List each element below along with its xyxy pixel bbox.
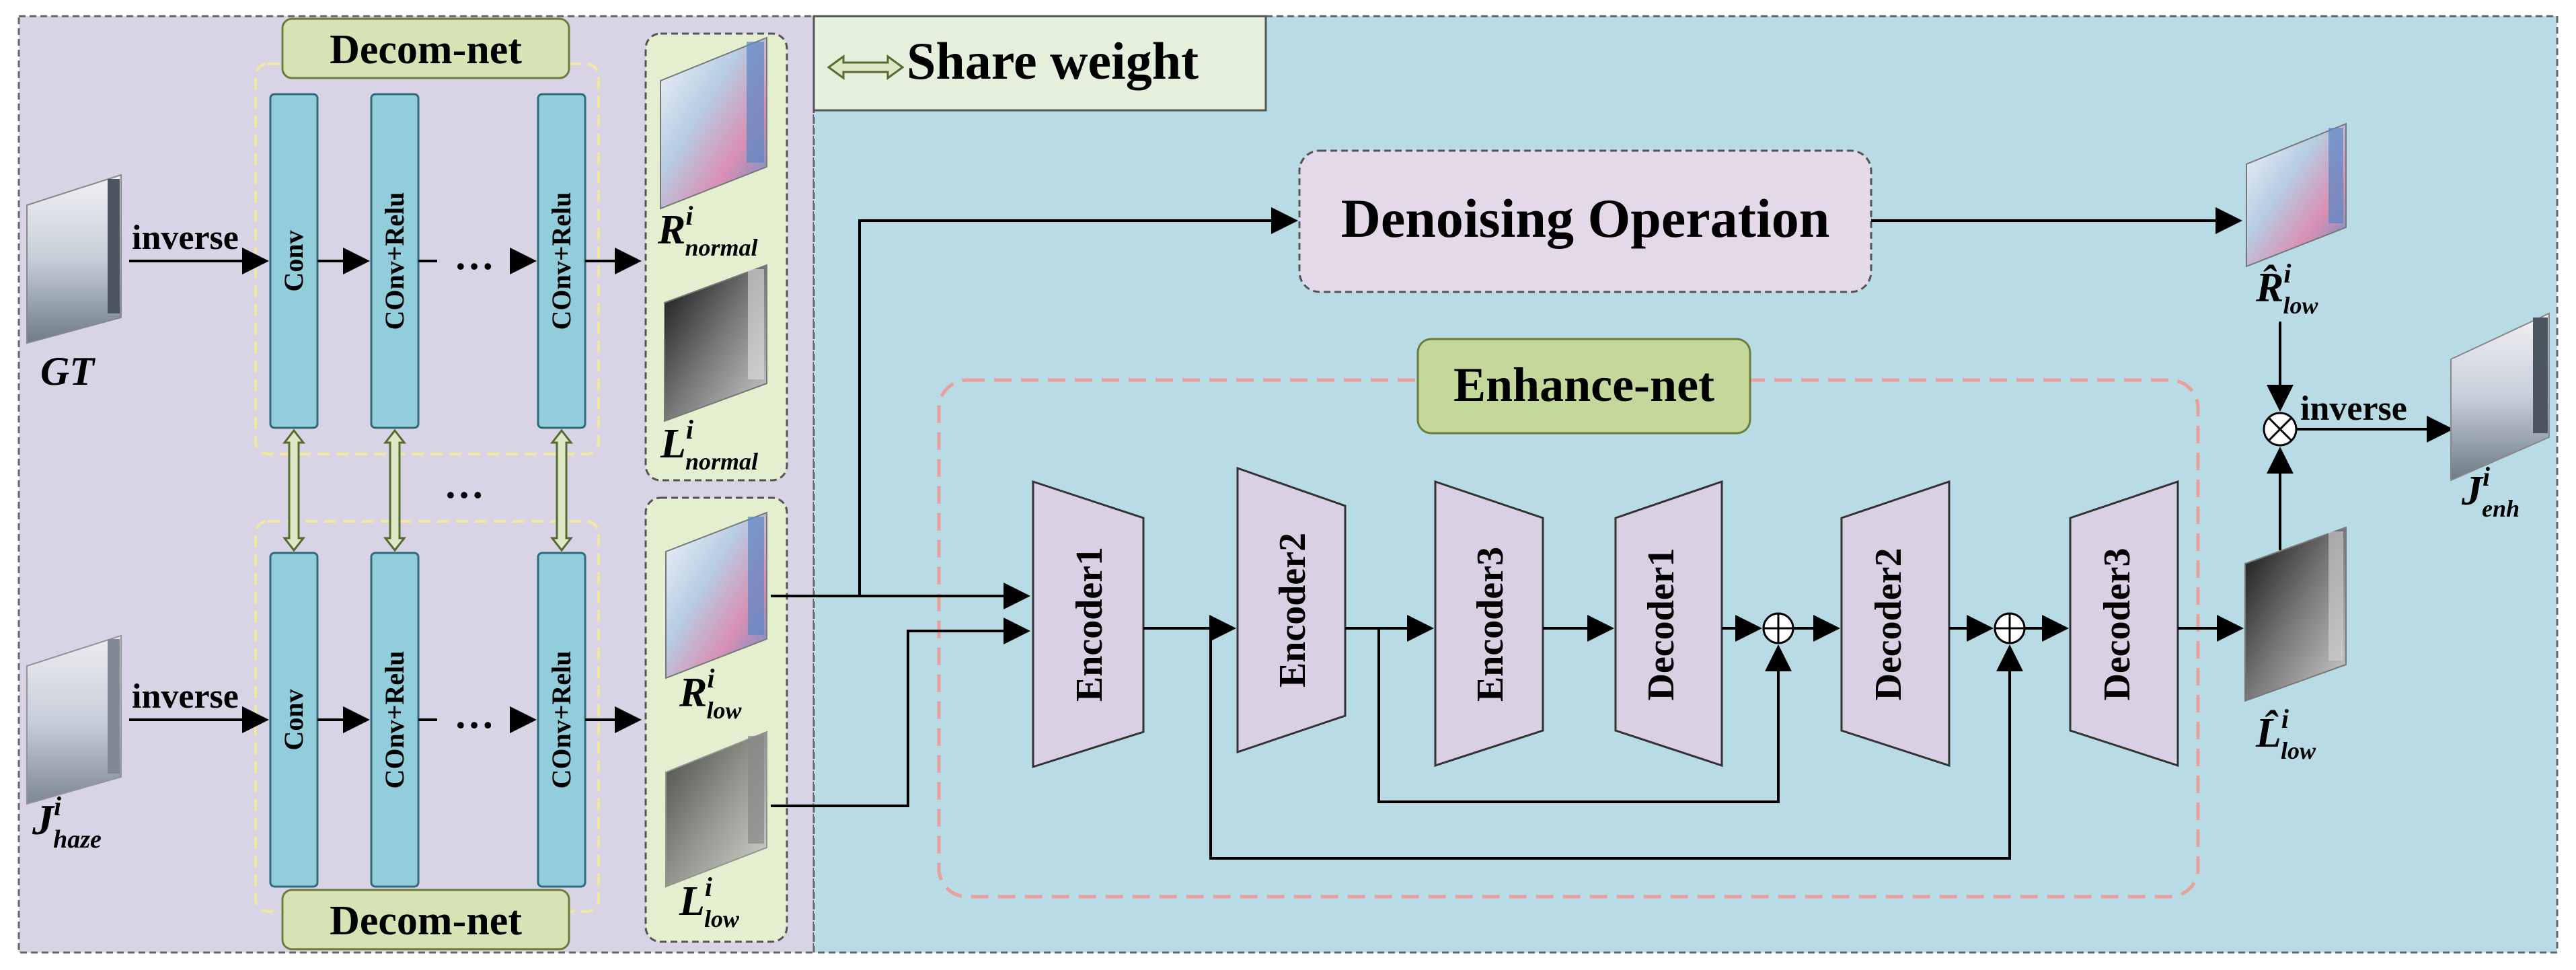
conv-label-top: Conv xyxy=(278,230,309,291)
conv-relu-label-top-2: COnv+Relu xyxy=(546,192,576,330)
double-arrow-icon xyxy=(827,54,905,80)
encoder2-block xyxy=(1236,466,1347,754)
arrow-rlow-to-denoise xyxy=(771,207,1298,597)
encoder2-label: Encoder2 xyxy=(1272,533,1314,687)
share-weight-arrow-2 xyxy=(383,428,407,552)
gt-label: GT xyxy=(40,349,96,394)
decoder2-block xyxy=(1840,480,1950,768)
encoder3-label: Encoder3 xyxy=(1470,547,1511,702)
l-low-image xyxy=(665,731,767,888)
enhance-net-badge xyxy=(1416,338,1751,435)
skip-encoder2-to-sum1 xyxy=(1377,628,1792,803)
encoder3-block xyxy=(1434,480,1544,768)
share-weight-arrow-3 xyxy=(550,428,574,552)
decom-net-top-badge xyxy=(281,17,570,79)
share-weight-ellipsis: … xyxy=(444,462,484,507)
inverse-label-bottom: inverse xyxy=(132,677,239,716)
conv-relu-label-top-1: COnv+Relu xyxy=(379,192,410,330)
haze-image xyxy=(26,634,122,805)
ellipsis-bottom: … xyxy=(454,692,494,737)
l-normal-image xyxy=(664,264,767,422)
decoder2-label: Decoder2 xyxy=(1868,548,1909,700)
enhance-net-title: Enhance-net xyxy=(1453,358,1714,412)
r-low-image xyxy=(665,511,767,679)
decoder3-block xyxy=(2069,480,2179,768)
denoising-label: Denoising Operation xyxy=(1341,188,1830,249)
l-hat-low-image xyxy=(2244,526,2347,702)
decom-net-bottom-title: Decom-net xyxy=(330,898,522,944)
encoder1-label: Encoder1 xyxy=(1069,547,1110,702)
arrow-llow-to-encoder1 xyxy=(771,618,1030,807)
conv-relu-label-bottom-1: COnv+Relu xyxy=(379,650,410,788)
r-hat-low-image xyxy=(2246,122,2347,268)
j-enh-image xyxy=(2450,312,2550,482)
share-weight-arrow-1 xyxy=(282,428,306,552)
inverse-label-top: inverse xyxy=(132,219,239,257)
conv-label-bottom: Conv xyxy=(278,689,309,750)
decoder1-block xyxy=(1614,480,1723,768)
decom-net-bottom-badge xyxy=(281,889,570,950)
skip-encoder1-to-sum2 xyxy=(1209,628,2023,860)
share-weight-label: Share weight xyxy=(907,32,1199,90)
encoder1-block xyxy=(1032,480,1145,769)
gt-image xyxy=(26,174,122,344)
decoder3-label: Decoder3 xyxy=(2096,548,2138,700)
sum-node-2 xyxy=(1994,612,2026,644)
conv-relu-label-bottom-2: COnv+Relu xyxy=(546,650,576,788)
ellipsis-top: … xyxy=(454,233,494,278)
sum-node-1 xyxy=(1762,612,1794,644)
inverse-label-out: inverse xyxy=(2300,389,2407,428)
decoder1-label: Decoder1 xyxy=(1640,548,1682,700)
decom-net-top-title: Decom-net xyxy=(330,27,522,73)
r-normal-image xyxy=(660,36,767,210)
multiply-node xyxy=(2263,412,2298,447)
